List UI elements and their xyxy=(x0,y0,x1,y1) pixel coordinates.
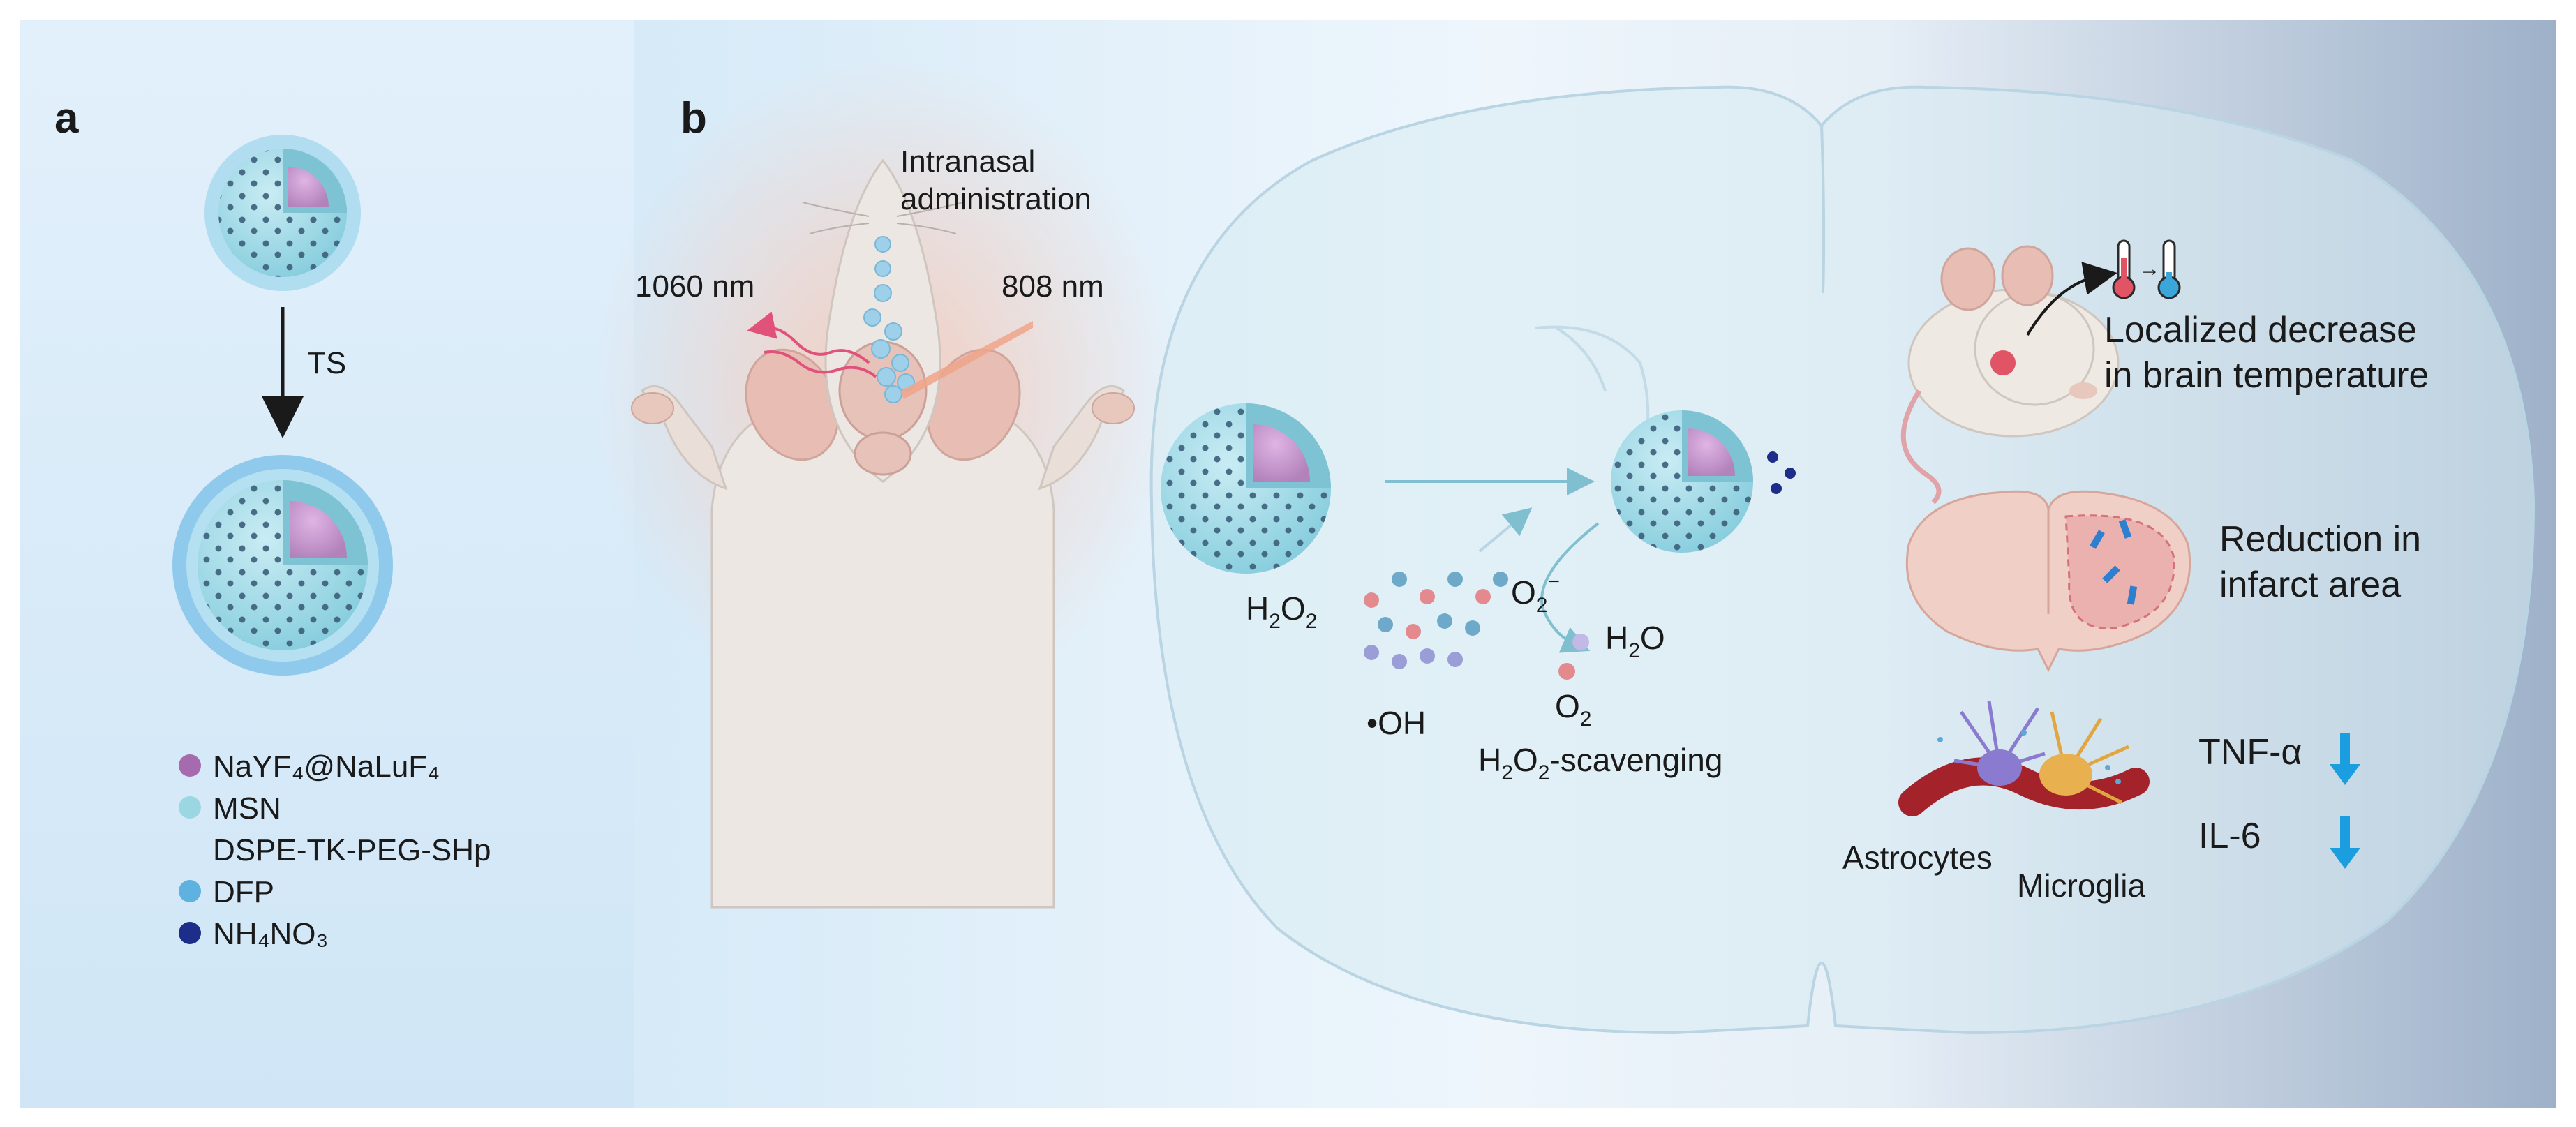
brain-midline xyxy=(1820,125,1826,294)
brain-section-outline xyxy=(1149,85,2536,1035)
water-dot xyxy=(1572,634,1589,650)
legend-label: DFP xyxy=(213,875,274,909)
infarct-outcome-line2: infarct area xyxy=(2219,565,2401,605)
glial-cells-illustration xyxy=(1898,701,2150,816)
nanoparticle-after-icon xyxy=(172,455,393,676)
nanoparticle-loaded-icon xyxy=(1161,403,1331,574)
temperature-callout-arrow xyxy=(2026,262,2117,336)
cytokine-il6-label: IL-6 xyxy=(2198,816,2261,856)
legend: NaYF₄@NaLuF₄ MSN DSPE-TK-PEG-SHp DFP NH₄… xyxy=(179,749,491,951)
legend-item: DSPE-TK-PEG-SHp xyxy=(213,833,491,867)
h2o2-label: H2O2 xyxy=(1246,590,1317,633)
temperature-outcome-line2: in brain temperature xyxy=(2104,355,2429,396)
legend-label: NH₄NO₃ xyxy=(213,917,328,951)
nanoparticle-before-icon xyxy=(204,135,361,291)
temperature-transition-arrow: → xyxy=(2139,258,2160,281)
oxygen-label: O2 xyxy=(1555,688,1591,731)
excitation-beam xyxy=(900,321,1033,399)
excitation-label: 808 nm xyxy=(1002,269,1104,304)
mouse-side-view-illustration xyxy=(1900,245,2120,505)
legend-item: NH₄NO₃ xyxy=(179,917,328,951)
scavenging-arrow-up xyxy=(1478,507,1533,553)
superoxide-label: O2− xyxy=(1511,570,1560,617)
hydroxyl-label: •OH xyxy=(1367,705,1426,741)
il6-decrease-arrow-icon xyxy=(2330,816,2360,869)
legend-label: MSN xyxy=(213,791,281,826)
legend-label: NaYF₄@NaLuF₄ xyxy=(213,749,440,784)
route-label-line1: Intranasal xyxy=(900,144,1035,179)
temperature-outcome-line1: Localized decrease xyxy=(2104,310,2417,350)
legend-item: MSN xyxy=(179,791,281,826)
infarct-brain-illustration xyxy=(1905,490,2191,673)
infarct-outcome-line1: Reduction in xyxy=(2219,519,2421,560)
legend-swatch-nh4no3 xyxy=(179,922,201,944)
astrocytes-label: Astrocytes xyxy=(1842,839,1993,876)
nanoparticle-released-icon xyxy=(1611,410,1753,553)
thermometer-hot-icon xyxy=(2112,239,2136,299)
legend-swatch-msn xyxy=(179,796,201,819)
route-label-line2: administration xyxy=(900,182,1092,216)
emission-label: 1060 nm xyxy=(635,269,754,304)
thermometer-cold-icon xyxy=(2157,239,2181,299)
legend-item: DFP xyxy=(179,875,274,909)
microglia-label: Microglia xyxy=(2017,867,2145,904)
legend-swatch-dfp xyxy=(179,880,201,902)
water-label: H2O xyxy=(1605,620,1665,662)
panel-a-letter: a xyxy=(54,94,79,142)
oxygen-dot xyxy=(1558,663,1575,680)
ros-molecule-cluster xyxy=(1364,572,1508,669)
tnf-decrease-arrow-icon xyxy=(2330,733,2360,785)
legend-item: NaYF₄@NaLuF₄ xyxy=(179,749,440,784)
ts-label: TS xyxy=(307,346,346,380)
emission-wave-arrows xyxy=(747,311,877,378)
legend-swatch-core xyxy=(179,754,201,777)
legend-label: DSPE-TK-PEG-SHp xyxy=(213,833,491,867)
scavenging-arrow-curve xyxy=(1540,522,1600,653)
scavenging-label: H2O2-scavenging xyxy=(1478,742,1722,784)
nh4no3-release-dots xyxy=(1767,451,1796,494)
cytokine-tnf-label: TNF-α xyxy=(2198,732,2302,773)
